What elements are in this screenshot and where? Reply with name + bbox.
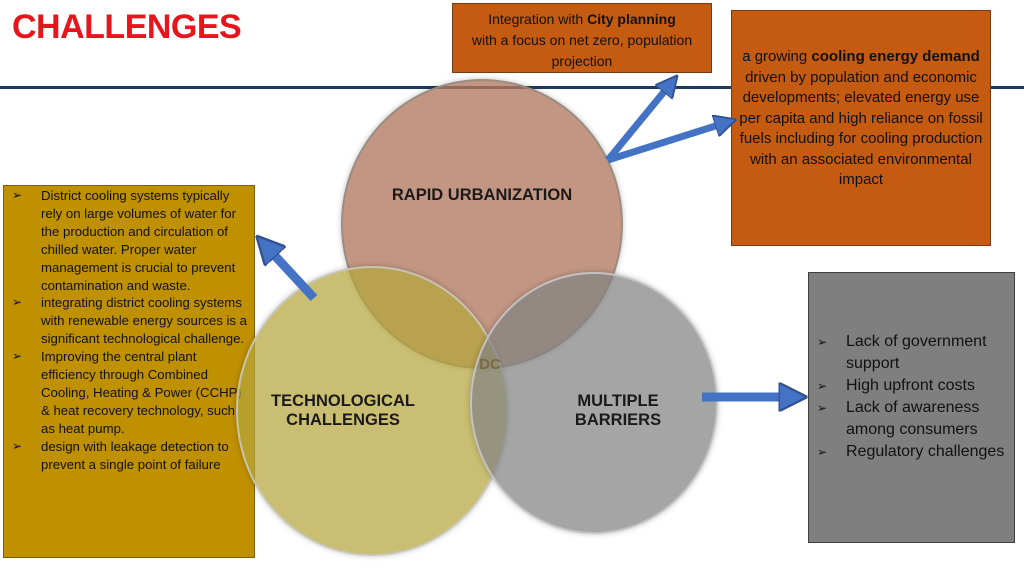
list-item: ➢Improving the central plant efficiency … (12, 349, 242, 436)
arrow-to-technological-box (264, 244, 318, 302)
technological-circle (236, 266, 508, 556)
technological-challenges-box: ➢District cooling systems typically rely… (3, 185, 255, 558)
technological-label-line-2: CHALLENGES (286, 411, 400, 429)
list-item: ➢Lack of awareness among consumers (817, 399, 980, 438)
urbanization-label: RAPID URBANIZATION (391, 186, 573, 204)
barriers-label-line-1: MULTIPLE (577, 392, 659, 410)
list-item: ➢District cooling systems typically rely… (12, 188, 236, 293)
barriers-box: ➢Lack of government support ➢High upfron… (808, 272, 1015, 543)
barriers-label-line-2: BARRIERS (574, 411, 662, 429)
arrow-bullet-icon: ➢ (12, 295, 23, 310)
city-planning-pre: Integration with (488, 11, 588, 27)
arrow-bullet-icon: ➢ (12, 188, 23, 202)
city-planning-post: with a focus on net zero, population pro… (471, 32, 693, 69)
list-item: ➢High upfront costs (817, 375, 1006, 397)
barriers-circle (470, 272, 718, 534)
arrow-to-city-planning (605, 82, 672, 163)
arrow-bullet-icon: ➢ (817, 401, 828, 415)
list-item: ➢Lack of government support (817, 333, 987, 372)
cooling-pre: a growing (742, 48, 812, 65)
arrow-bullet-icon: ➢ (817, 445, 828, 459)
list-item: ➢integrating district cooling systems wi… (12, 295, 247, 347)
arrow-to-cooling-demand (606, 122, 728, 164)
technological-label: TECHNOLOGICAL CHALLENGES (258, 392, 428, 430)
arrow-bullet-icon: ➢ (817, 379, 828, 393)
arrow-bullet-icon: ➢ (817, 335, 828, 349)
city-planning-box: Integration with City planning with a fo… (452, 3, 712, 73)
cooling-demand-box: a growing cooling energy demand driven b… (731, 10, 991, 246)
arrow-bullet-icon: ➢ (12, 438, 23, 453)
cooling-post: driven by population and economic develo… (739, 68, 983, 189)
list-item: ➢Regulatory challenges (817, 441, 1006, 463)
arrow-bullet-icon: ➢ (12, 349, 23, 364)
cooling-bold-2: demand (922, 48, 980, 65)
city-planning-bold: City planning (587, 11, 676, 27)
page-title: CHALLENGES (12, 8, 242, 46)
barriers-label: MULTIPLE BARRIERS (548, 392, 688, 430)
technological-label-line-1: TECHNOLOGICAL (271, 392, 415, 410)
list-item: ➢design with leakage detection to preven… (12, 438, 229, 472)
cooling-bold-1: cooling energy (811, 48, 919, 65)
center-label: DC (479, 356, 501, 373)
